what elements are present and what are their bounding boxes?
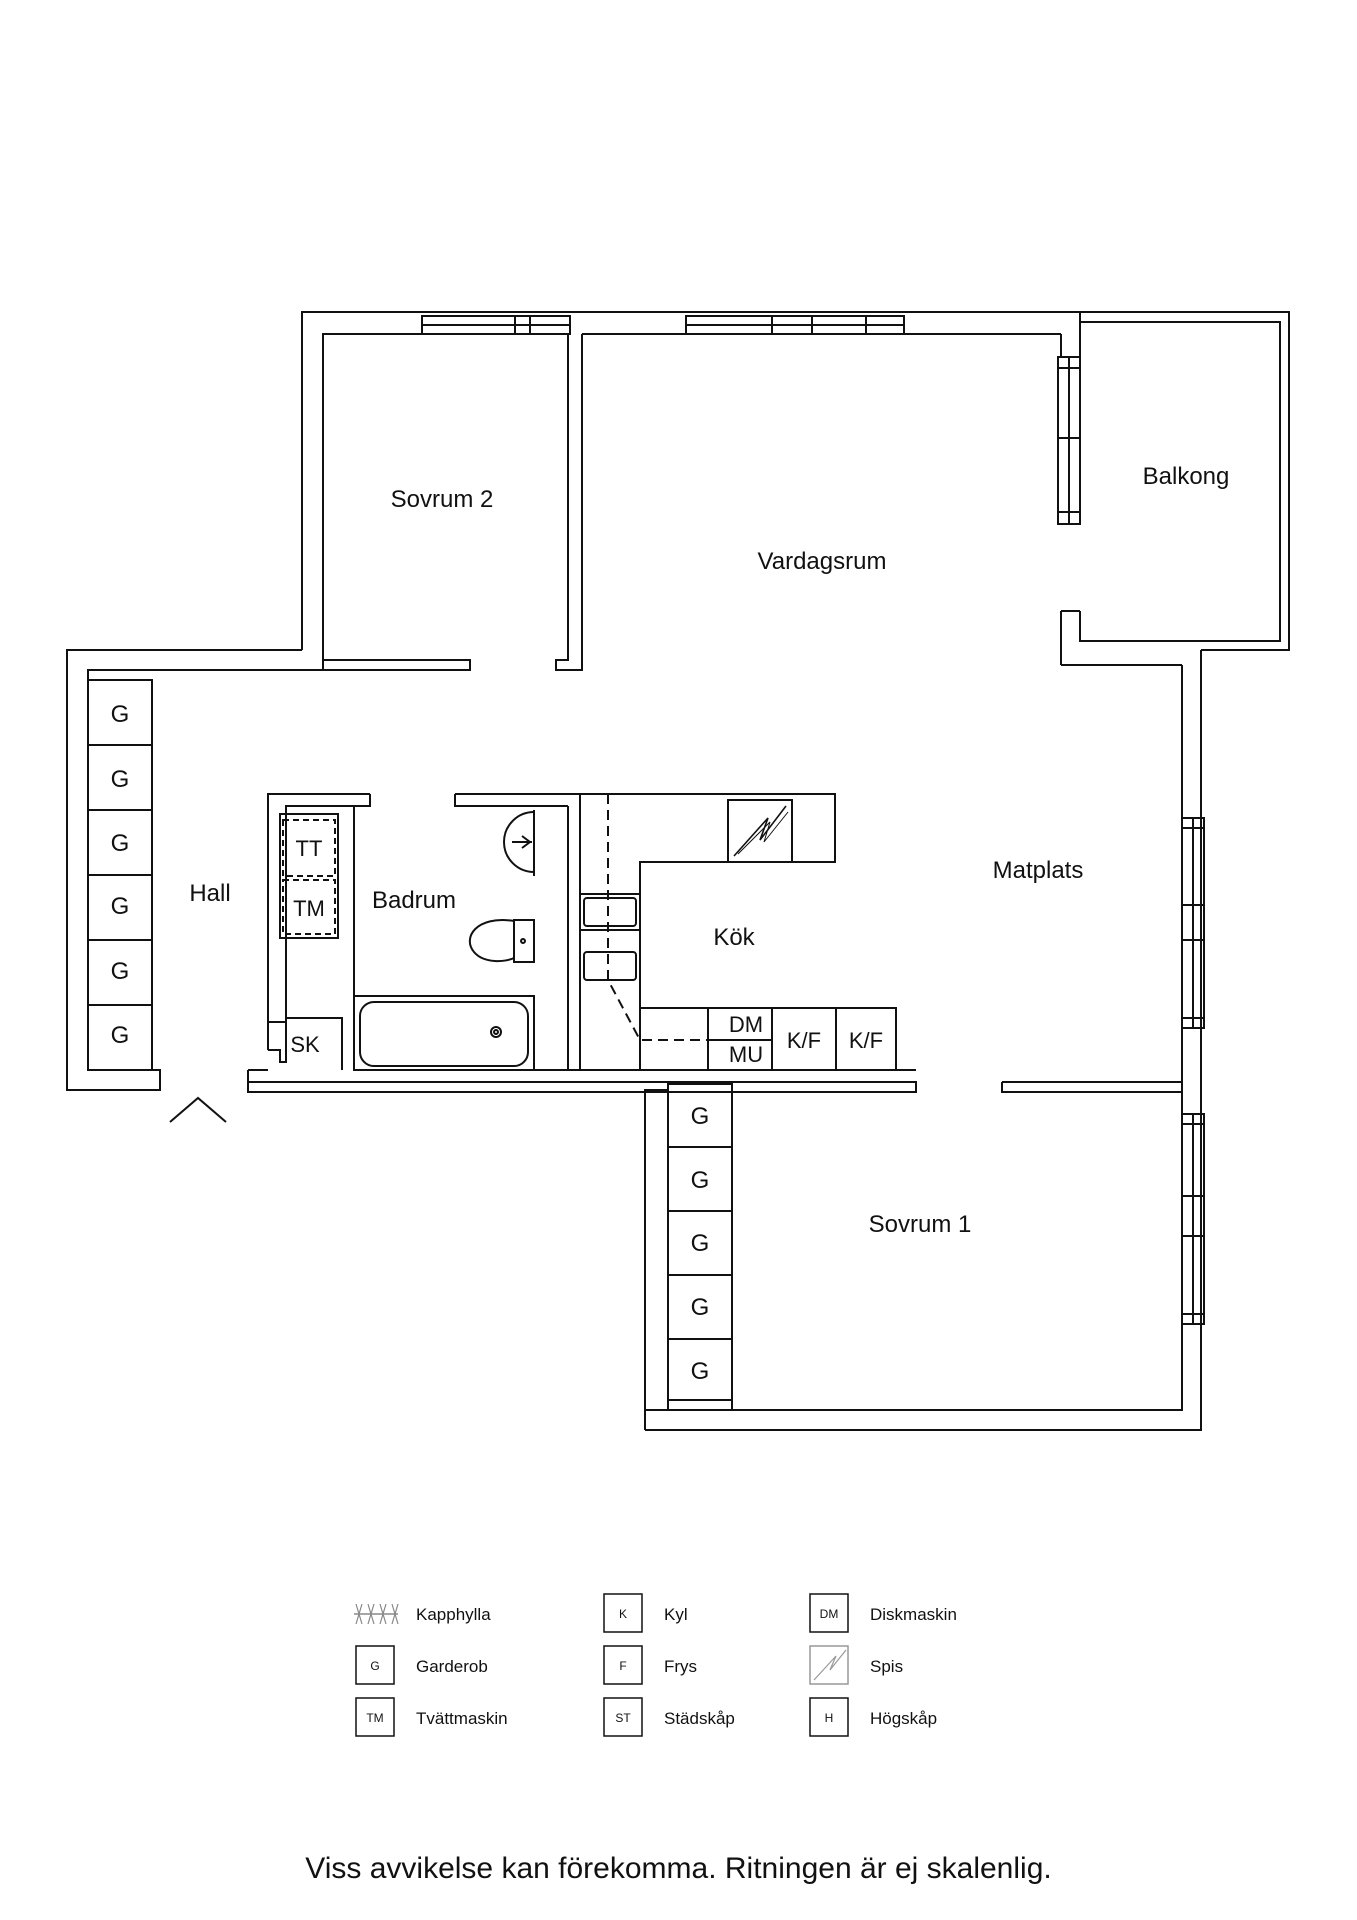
cleaning-cupboard-label: SK — [290, 1032, 320, 1057]
tumble-dryer-label: TT — [296, 836, 323, 861]
laundry-machines — [279, 813, 339, 939]
room-label-badrum: Badrum — [372, 887, 456, 914]
legend-key-diskmaskin: DM — [820, 1607, 839, 1621]
legend-label-diskmaskin: Diskmaskin — [870, 1605, 957, 1624]
wardrobe-label: G — [691, 1358, 710, 1385]
bedroom-wardrobes — [667, 1083, 733, 1411]
bedroom-wardrobe-labels: G G G G G — [691, 1103, 710, 1385]
wardrobe-label: G — [111, 766, 130, 793]
dishwasher-label: DM — [729, 1012, 763, 1037]
legend-label-kapphylla: Kapphylla — [416, 1605, 491, 1624]
stove-legend-icon — [809, 1645, 849, 1685]
legend-label-garderob: Garderob — [416, 1657, 488, 1676]
fridge-freezer-label: K/F — [787, 1028, 821, 1053]
toilet — [468, 919, 535, 963]
room-label-matplats: Matplats — [993, 857, 1084, 884]
outer-walls — [66, 311, 1290, 1431]
legend-key-garderob: G — [370, 1659, 379, 1673]
kitchen-counters — [579, 794, 897, 1071]
wardrobe-label: G — [691, 1230, 710, 1257]
legend-label-kyl: Kyl — [664, 1605, 688, 1624]
legend-key-frys: F — [619, 1659, 626, 1673]
wardrobe-label: G — [111, 1022, 130, 1049]
legend-label-tvattmaskin: Tvättmaskin — [416, 1709, 508, 1728]
hall-wardrobe-labels: G G G G G G — [111, 701, 130, 1049]
legend-label-spis: Spis — [870, 1657, 903, 1676]
washing-machine-icon — [355, 1697, 395, 1737]
interior-walls — [247, 334, 1182, 1093]
dishwasher-icon — [809, 1593, 849, 1633]
wardrobe-label: G — [111, 958, 130, 985]
balcony-window — [1057, 356, 1081, 525]
tall-cabinet-icon — [809, 1697, 849, 1737]
coat-rack-icon — [354, 1603, 399, 1625]
wardrobe-label: G — [691, 1294, 710, 1321]
wardrobe-label: G — [691, 1103, 710, 1130]
legend — [354, 1593, 849, 1737]
legend-label-hogskap: Högskåp — [870, 1709, 937, 1728]
right-windows — [1181, 817, 1205, 1325]
room-label-balkong: Balkong — [1143, 463, 1230, 490]
wardrobe-label: G — [111, 893, 130, 920]
wardrobe-label: G — [111, 701, 130, 728]
legend-key-tvattmaskin: TM — [366, 1711, 383, 1725]
room-label-sovrum1: Sovrum 1 — [869, 1211, 972, 1238]
wardrobe-label: G — [691, 1167, 710, 1194]
top-windows — [421, 315, 905, 335]
fridge-icon — [603, 1593, 643, 1633]
legend-label-stadskap: Städskåp — [664, 1709, 735, 1728]
room-label-vardagsrum: Vardagsrum — [758, 548, 887, 575]
freezer-icon — [603, 1645, 643, 1685]
stove-icon — [727, 799, 793, 863]
wardrobe-label: G — [111, 830, 130, 857]
microwave-label: MU — [729, 1042, 763, 1067]
hall-wardrobes — [87, 679, 153, 1071]
room-label-sovrum2: Sovrum 2 — [391, 486, 494, 513]
bathtub — [353, 995, 535, 1071]
legend-key-hogskap: H — [825, 1711, 834, 1725]
washing-machine-label: TM — [293, 896, 325, 921]
fridge-freezer-label: K/F — [849, 1028, 883, 1053]
legend-key-kyl: K — [619, 1607, 627, 1621]
legend-label-frys: Frys — [664, 1657, 697, 1676]
room-label-hall: Hall — [189, 880, 230, 907]
legend-key-stadskap: ST — [615, 1711, 631, 1725]
disclaimer: Viss avvikelse kan förekomma. Ritningen … — [305, 1852, 1052, 1885]
sink — [503, 810, 535, 876]
entrance-marker — [169, 1096, 227, 1123]
wardrobe-icon — [355, 1645, 395, 1685]
cleaning-cupboard-icon — [603, 1697, 643, 1737]
room-label-kok: Kök — [713, 924, 755, 951]
